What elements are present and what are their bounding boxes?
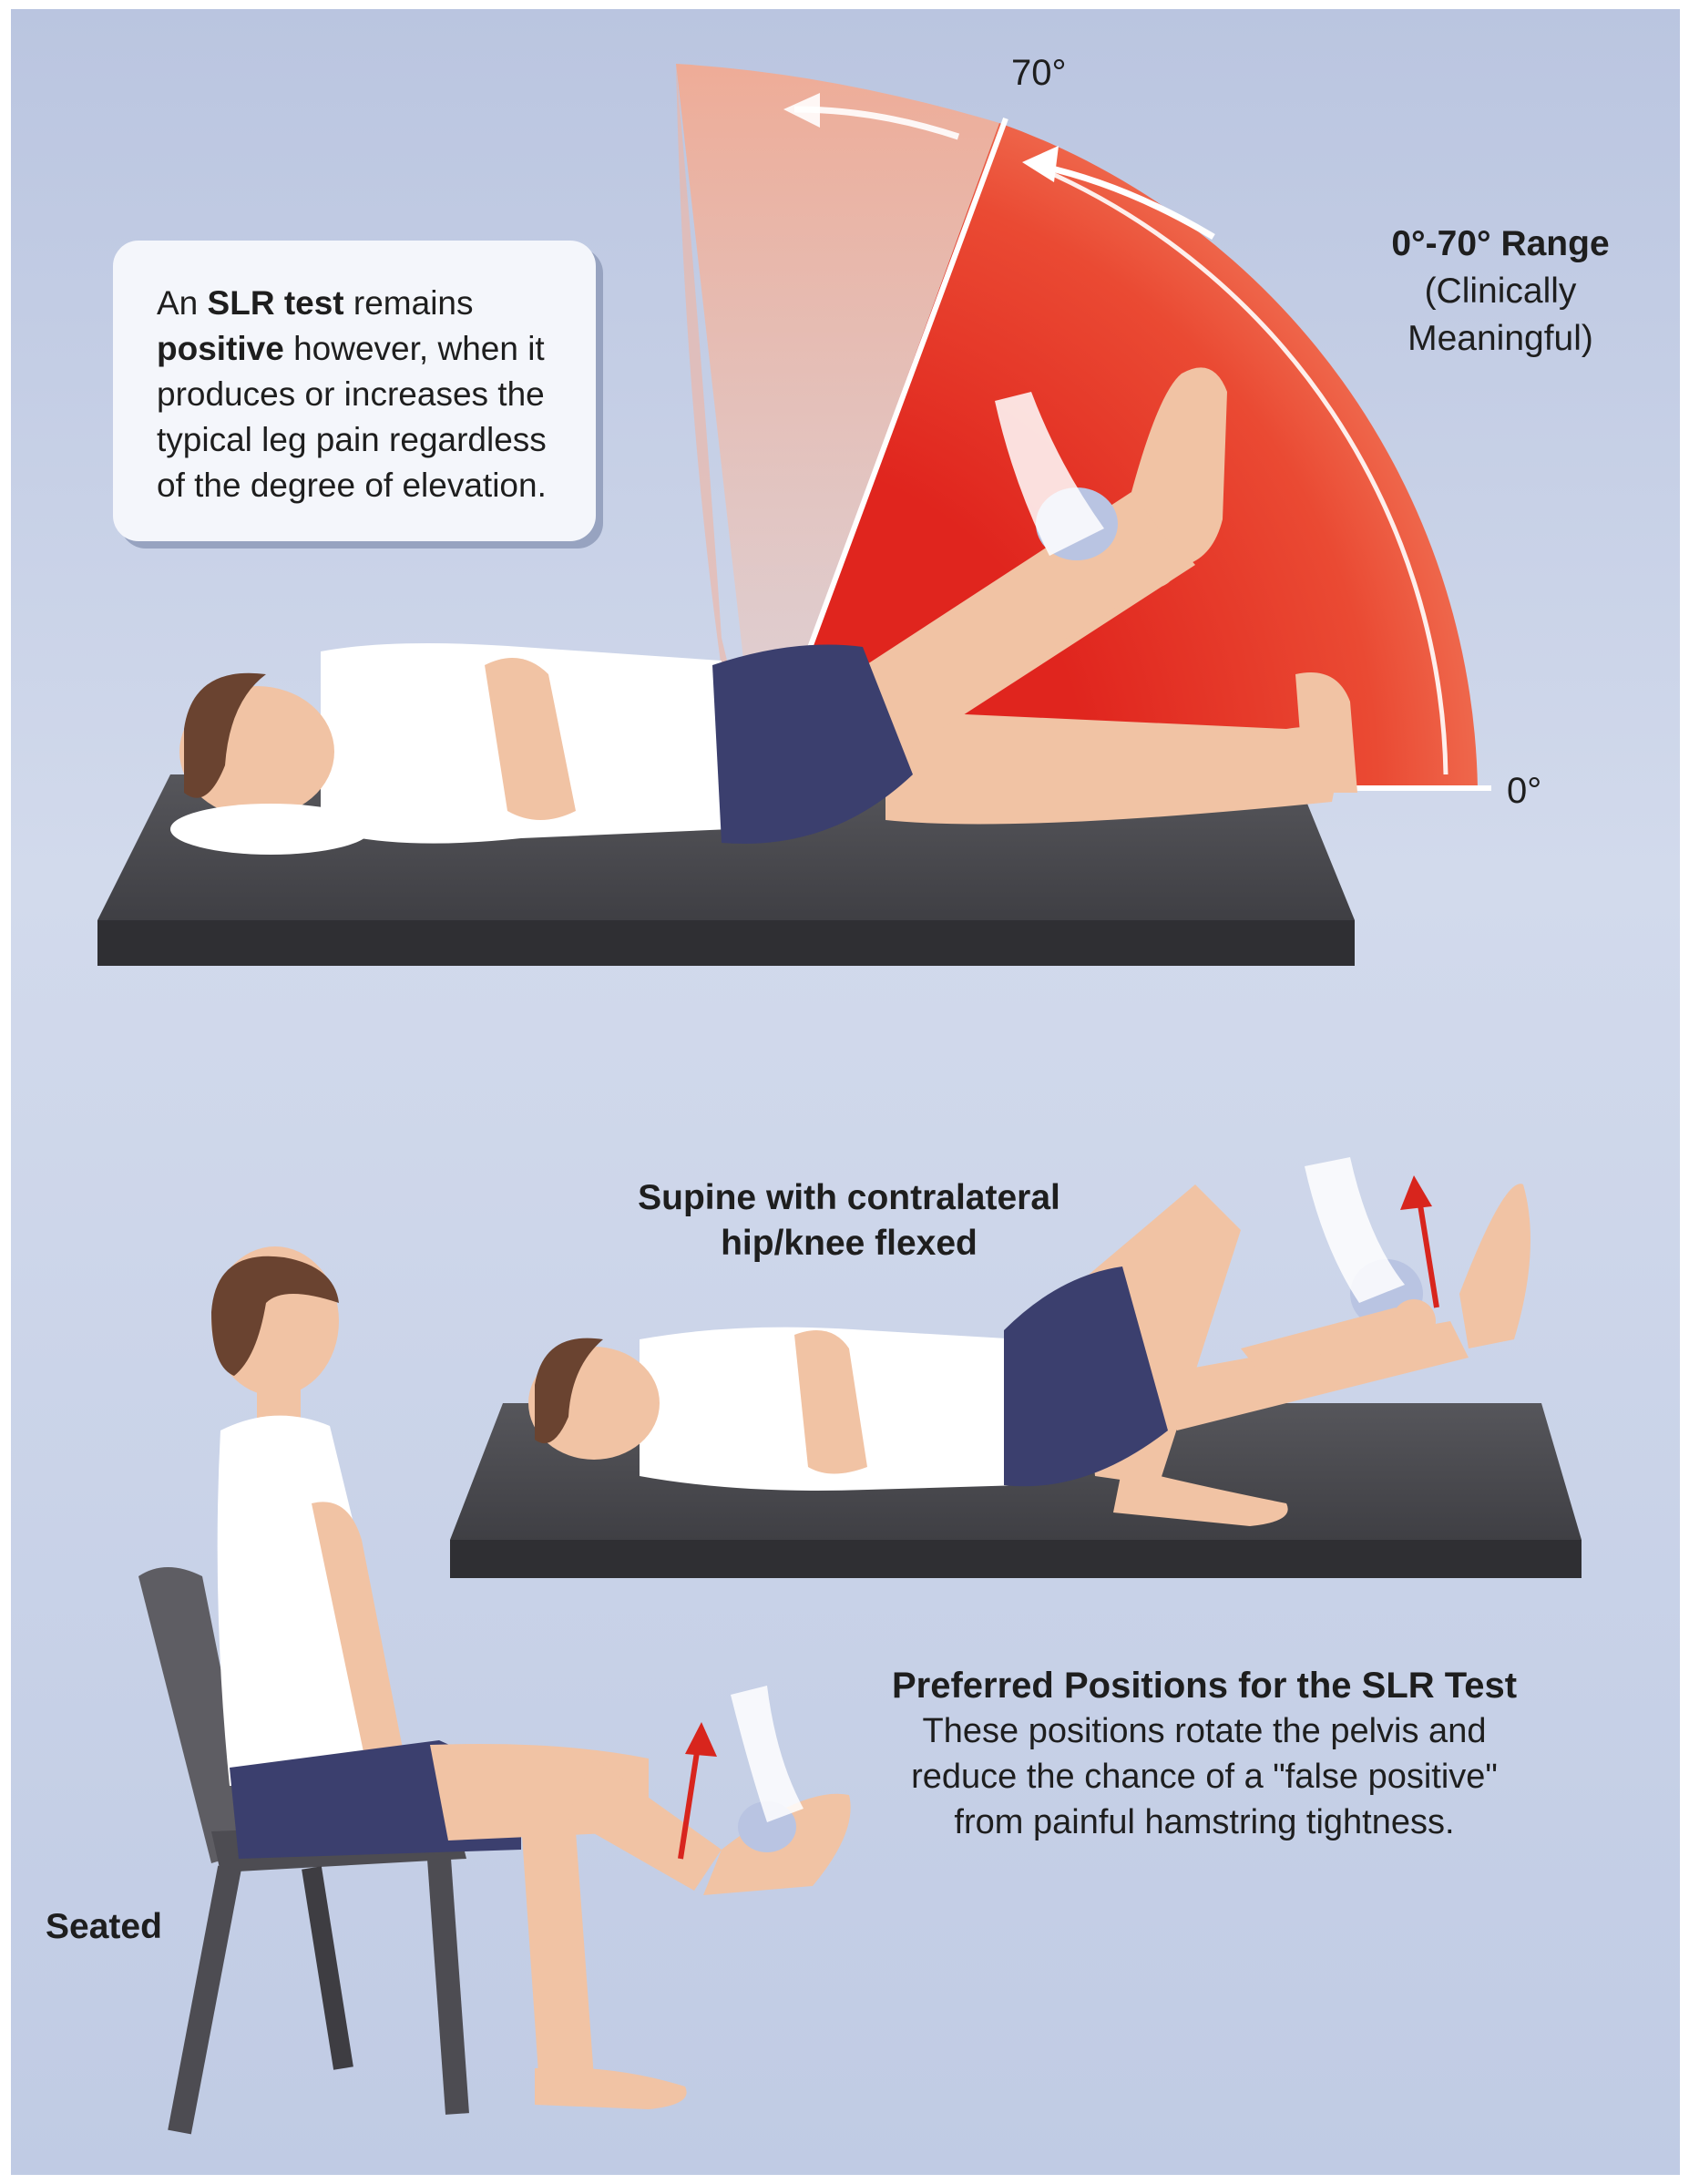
illustration-panel: An SLR test remains positive however, wh… xyxy=(11,9,1680,2175)
callout-bold-positive: positive xyxy=(157,330,284,367)
angle-label-0: 0° xyxy=(1507,771,1541,812)
preferred-title: Preferred Positions for the SLR Test xyxy=(813,1663,1596,1708)
preferred-line-1: These positions rotate the pelvis and xyxy=(813,1708,1596,1754)
mat-top-front xyxy=(97,920,1355,966)
callout-text-1: An xyxy=(157,284,208,322)
range-line-2: Meaningful) xyxy=(1309,315,1680,363)
preferred-line-3: from painful hamstring tightness. xyxy=(813,1799,1596,1845)
lift-arrow-seated-head xyxy=(685,1722,717,1757)
range-title: 0°-70° Range xyxy=(1309,220,1680,268)
mat-bottom-front xyxy=(450,1540,1582,1578)
range-line-1: (Clinically xyxy=(1309,268,1680,315)
range-label: 0°-70° Range (Clinically Meaningful) xyxy=(1309,220,1680,363)
preferred-line-2: reduce the chance of a "false positive" xyxy=(813,1754,1596,1799)
callout-box: An SLR test remains positive however, wh… xyxy=(113,241,596,541)
preferred-positions-block: Preferred Positions for the SLR Test The… xyxy=(813,1663,1596,1845)
callout-text-2: remains xyxy=(344,284,474,322)
angle-label-70: 70° xyxy=(1011,53,1067,94)
supine-label: Supine with contralateral hip/knee flexe… xyxy=(567,1175,1131,1266)
supine-label-line-2: hip/knee flexed xyxy=(567,1221,1131,1266)
callout-bold-slr: SLR test xyxy=(208,284,344,322)
seated-label: Seated xyxy=(46,1904,162,1950)
supine-label-line-1: Supine with contralateral xyxy=(567,1175,1131,1221)
lift-arrow-supine-head xyxy=(1400,1175,1432,1210)
